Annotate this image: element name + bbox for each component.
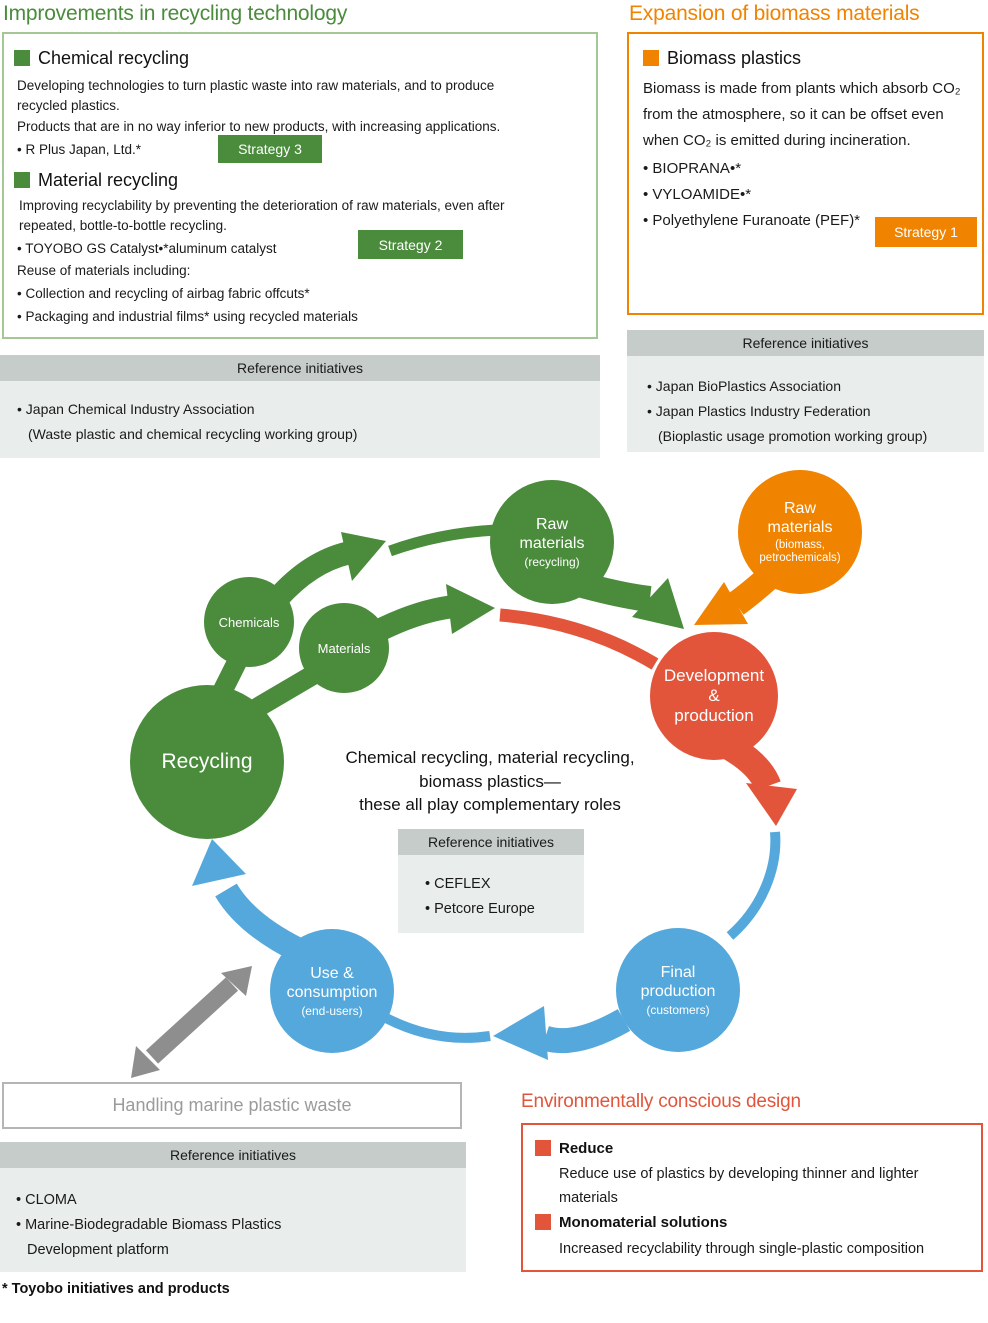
arrow-use-to-recycling-head-icon <box>192 839 246 886</box>
reference-item-sub: Development platform <box>27 1242 169 1258</box>
material-recycling-heading: Material recycling <box>38 170 179 190</box>
arrow-final-to-use-body <box>541 1009 631 1054</box>
strategy-2-badge: Strategy 2 <box>358 230 463 259</box>
node-label: Use & consumption <box>286 965 378 1001</box>
arrow-raw-to-development-head-icon <box>632 578 684 629</box>
swoosh-use-tail <box>383 1013 491 1043</box>
reference-box-biomass: Reference initiatives • Japan BioPlastic… <box>627 330 984 452</box>
swoosh-to-raw-recycling <box>388 524 497 557</box>
arrow-development-down-head-icon <box>746 783 797 826</box>
gray-double-arrow-body <box>145 977 239 1064</box>
biomass-desc: Biomass is made from plants which absorb… <box>643 80 961 149</box>
reference-item: • CLOMA <box>16 1192 77 1208</box>
section-title-biomass: Expansion of biomass materials <box>629 2 920 25</box>
reference-item-sub: (Bioplastic usage promotion working grou… <box>658 428 928 444</box>
eco-design-box: Reduce Reduce use of plastics by develop… <box>521 1123 983 1272</box>
green-square-icon <box>14 50 30 66</box>
node-label: Chemicals <box>218 614 280 630</box>
marine-plastic-box: Handling marine plastic waste <box>2 1082 462 1129</box>
biomass-box: Biomass plastics Biomass is made from pl… <box>627 32 984 315</box>
node-raw-materials-recycling: Raw materials (recycling) <box>490 480 614 604</box>
chemical-recycling-heading: Chemical recycling <box>38 48 190 68</box>
pef-bullet: • Polyethylene Furanoate (PEF)* <box>643 212 861 229</box>
reference-items: • Japan Chemical Industry Association (W… <box>0 381 600 458</box>
material-recycling-desc: Improving recyclability by preventing th… <box>19 198 505 233</box>
node-raw-materials-biomass: Raw materials (biomass, petrochemicals) <box>738 470 862 594</box>
arrow-materials-body <box>370 595 452 643</box>
gray-arrow-head-ne-icon <box>221 966 252 996</box>
vyloamide-bullet: • VYLOAMIDE•* <box>643 186 752 203</box>
node-sublabel: (biomass, petrochemicals) <box>759 539 841 564</box>
reference-items: • CLOMA • Marine-Biodegradable Biomass P… <box>0 1168 466 1272</box>
node-use-consumption: Use & consumption (end-users) <box>270 929 394 1053</box>
node-label: Final production <box>640 964 716 1000</box>
node-sublabel: (end-users) <box>301 1004 363 1018</box>
chemical-recycling-desc2: Products that are in no way inferior to … <box>17 119 501 134</box>
node-recycling: Recycling <box>130 685 284 839</box>
reference-item: • Petcore Europe <box>425 901 535 917</box>
node-label: Development & production <box>663 666 765 725</box>
reference-items: • Japan BioPlastics Association • Japan … <box>627 356 984 452</box>
reference-item: • Japan Chemical Industry Association <box>17 401 255 417</box>
node-chemicals: Chemicals <box>204 577 294 667</box>
arrow-chemicals-body <box>269 541 351 606</box>
node-label: Raw materials <box>767 500 833 536</box>
airbag-offcuts-bullet: • Collection and recycling of airbag fab… <box>17 286 310 301</box>
reference-box-recycling: Reference initiatives • Japan Chemical I… <box>0 355 600 458</box>
reference-item-sub: (Waste plastic and chemical recycling wo… <box>28 426 358 442</box>
reference-title: Reference initiatives <box>627 330 984 356</box>
biomass-plastics-heading: Biomass plastics <box>667 48 802 68</box>
red-square-icon <box>535 1214 551 1230</box>
node-sublabel: (recycling) <box>524 555 580 569</box>
node-sublabel: (customers) <box>646 1003 710 1017</box>
orange-square-icon <box>643 50 659 66</box>
node-label: Recycling <box>161 750 253 773</box>
packaging-films-bullet: • Packaging and industrial films* using … <box>17 309 358 324</box>
r-plus-japan-bullet: • R Plus Japan, Ltd.* <box>17 142 142 157</box>
arrow-biomass-to-development-head-icon <box>694 582 748 625</box>
reference-item: • Marine-Biodegradable Biomass Plastics <box>16 1217 282 1233</box>
node-label: Materials <box>317 640 371 656</box>
reference-title: Reference initiatives <box>0 1142 466 1168</box>
red-square-icon <box>535 1140 551 1156</box>
reduce-heading: Reduce <box>559 1140 614 1157</box>
green-square-icon <box>14 172 30 188</box>
reference-item: • Japan BioPlastics Association <box>647 378 842 394</box>
swoosh-materials-to-development <box>499 608 659 670</box>
node-materials: Materials <box>299 603 389 693</box>
arrow-use-to-recycling-body <box>215 883 304 962</box>
marine-plastic-label: Handling marine plastic waste <box>112 1095 352 1115</box>
reference-items: • CEFLEX • Petcore Europe <box>398 855 584 933</box>
reference-item: • CEFLEX <box>425 876 491 892</box>
section-title-eco-design: Environmentally conscious design <box>521 1091 801 1112</box>
node-final-production: Final production (customers) <box>616 928 740 1052</box>
node-label: Raw materials <box>519 516 585 552</box>
reuse-heading: Reuse of materials including: <box>17 263 191 278</box>
arrow-materials-head-icon <box>446 584 495 634</box>
reference-title: Reference initiatives <box>0 355 600 381</box>
reference-box-cycle: Reference initiatives • CEFLEX • Petcore… <box>398 829 584 933</box>
monomaterial-heading: Monomaterial solutions <box>559 1214 728 1231</box>
arrow-chemicals-head-icon <box>341 532 386 581</box>
bioprana-bullet: • BIOPRANA•* <box>643 160 742 177</box>
toyobo-gs-catalyst-bullet: • TOYOBO GS Catalyst•*aluminum catalyst <box>17 241 277 256</box>
swoosh-to-final-production <box>726 831 781 940</box>
footnote: * Toyobo initiatives and products <box>2 1281 230 1297</box>
strategy-1-badge: Strategy 1 <box>875 217 977 247</box>
cycle-center-text: Chemical recycling, material recycling, … <box>345 748 635 814</box>
gray-arrow-head-sw-icon <box>131 1046 160 1078</box>
strategy-3-badge: Strategy 3 <box>218 135 322 163</box>
reduce-desc: Reduce use of plastics by developing thi… <box>559 1166 919 1206</box>
section-title-recycling: Improvements in recycling technology <box>3 2 348 25</box>
node-development-production: Development & production <box>650 632 778 760</box>
arrow-final-to-use-head-icon <box>493 1006 548 1060</box>
chemical-recycling-desc: Developing technologies to turn plastic … <box>17 78 495 113</box>
reference-item: • Japan Plastics Industry Federation <box>647 403 871 419</box>
reference-title: Reference initiatives <box>398 829 584 855</box>
reference-box-marine: Reference initiatives • CLOMA • Marine-B… <box>0 1142 466 1272</box>
recycling-box: Chemical recycling Developing technologi… <box>2 32 598 339</box>
monomaterial-desc: Increased recyclability through single-p… <box>559 1241 925 1257</box>
